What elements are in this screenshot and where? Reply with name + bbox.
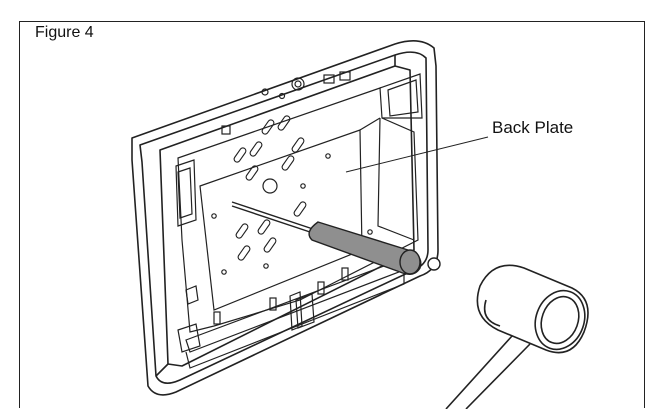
back-plate-callout-label: Back Plate <box>492 118 574 137</box>
back-plate <box>175 71 423 369</box>
figure-title: Figure 4 <box>35 24 94 41</box>
mallet-icon <box>445 264 589 409</box>
callout-leader-line <box>345 136 489 173</box>
screwdriver-icon <box>231 201 441 275</box>
